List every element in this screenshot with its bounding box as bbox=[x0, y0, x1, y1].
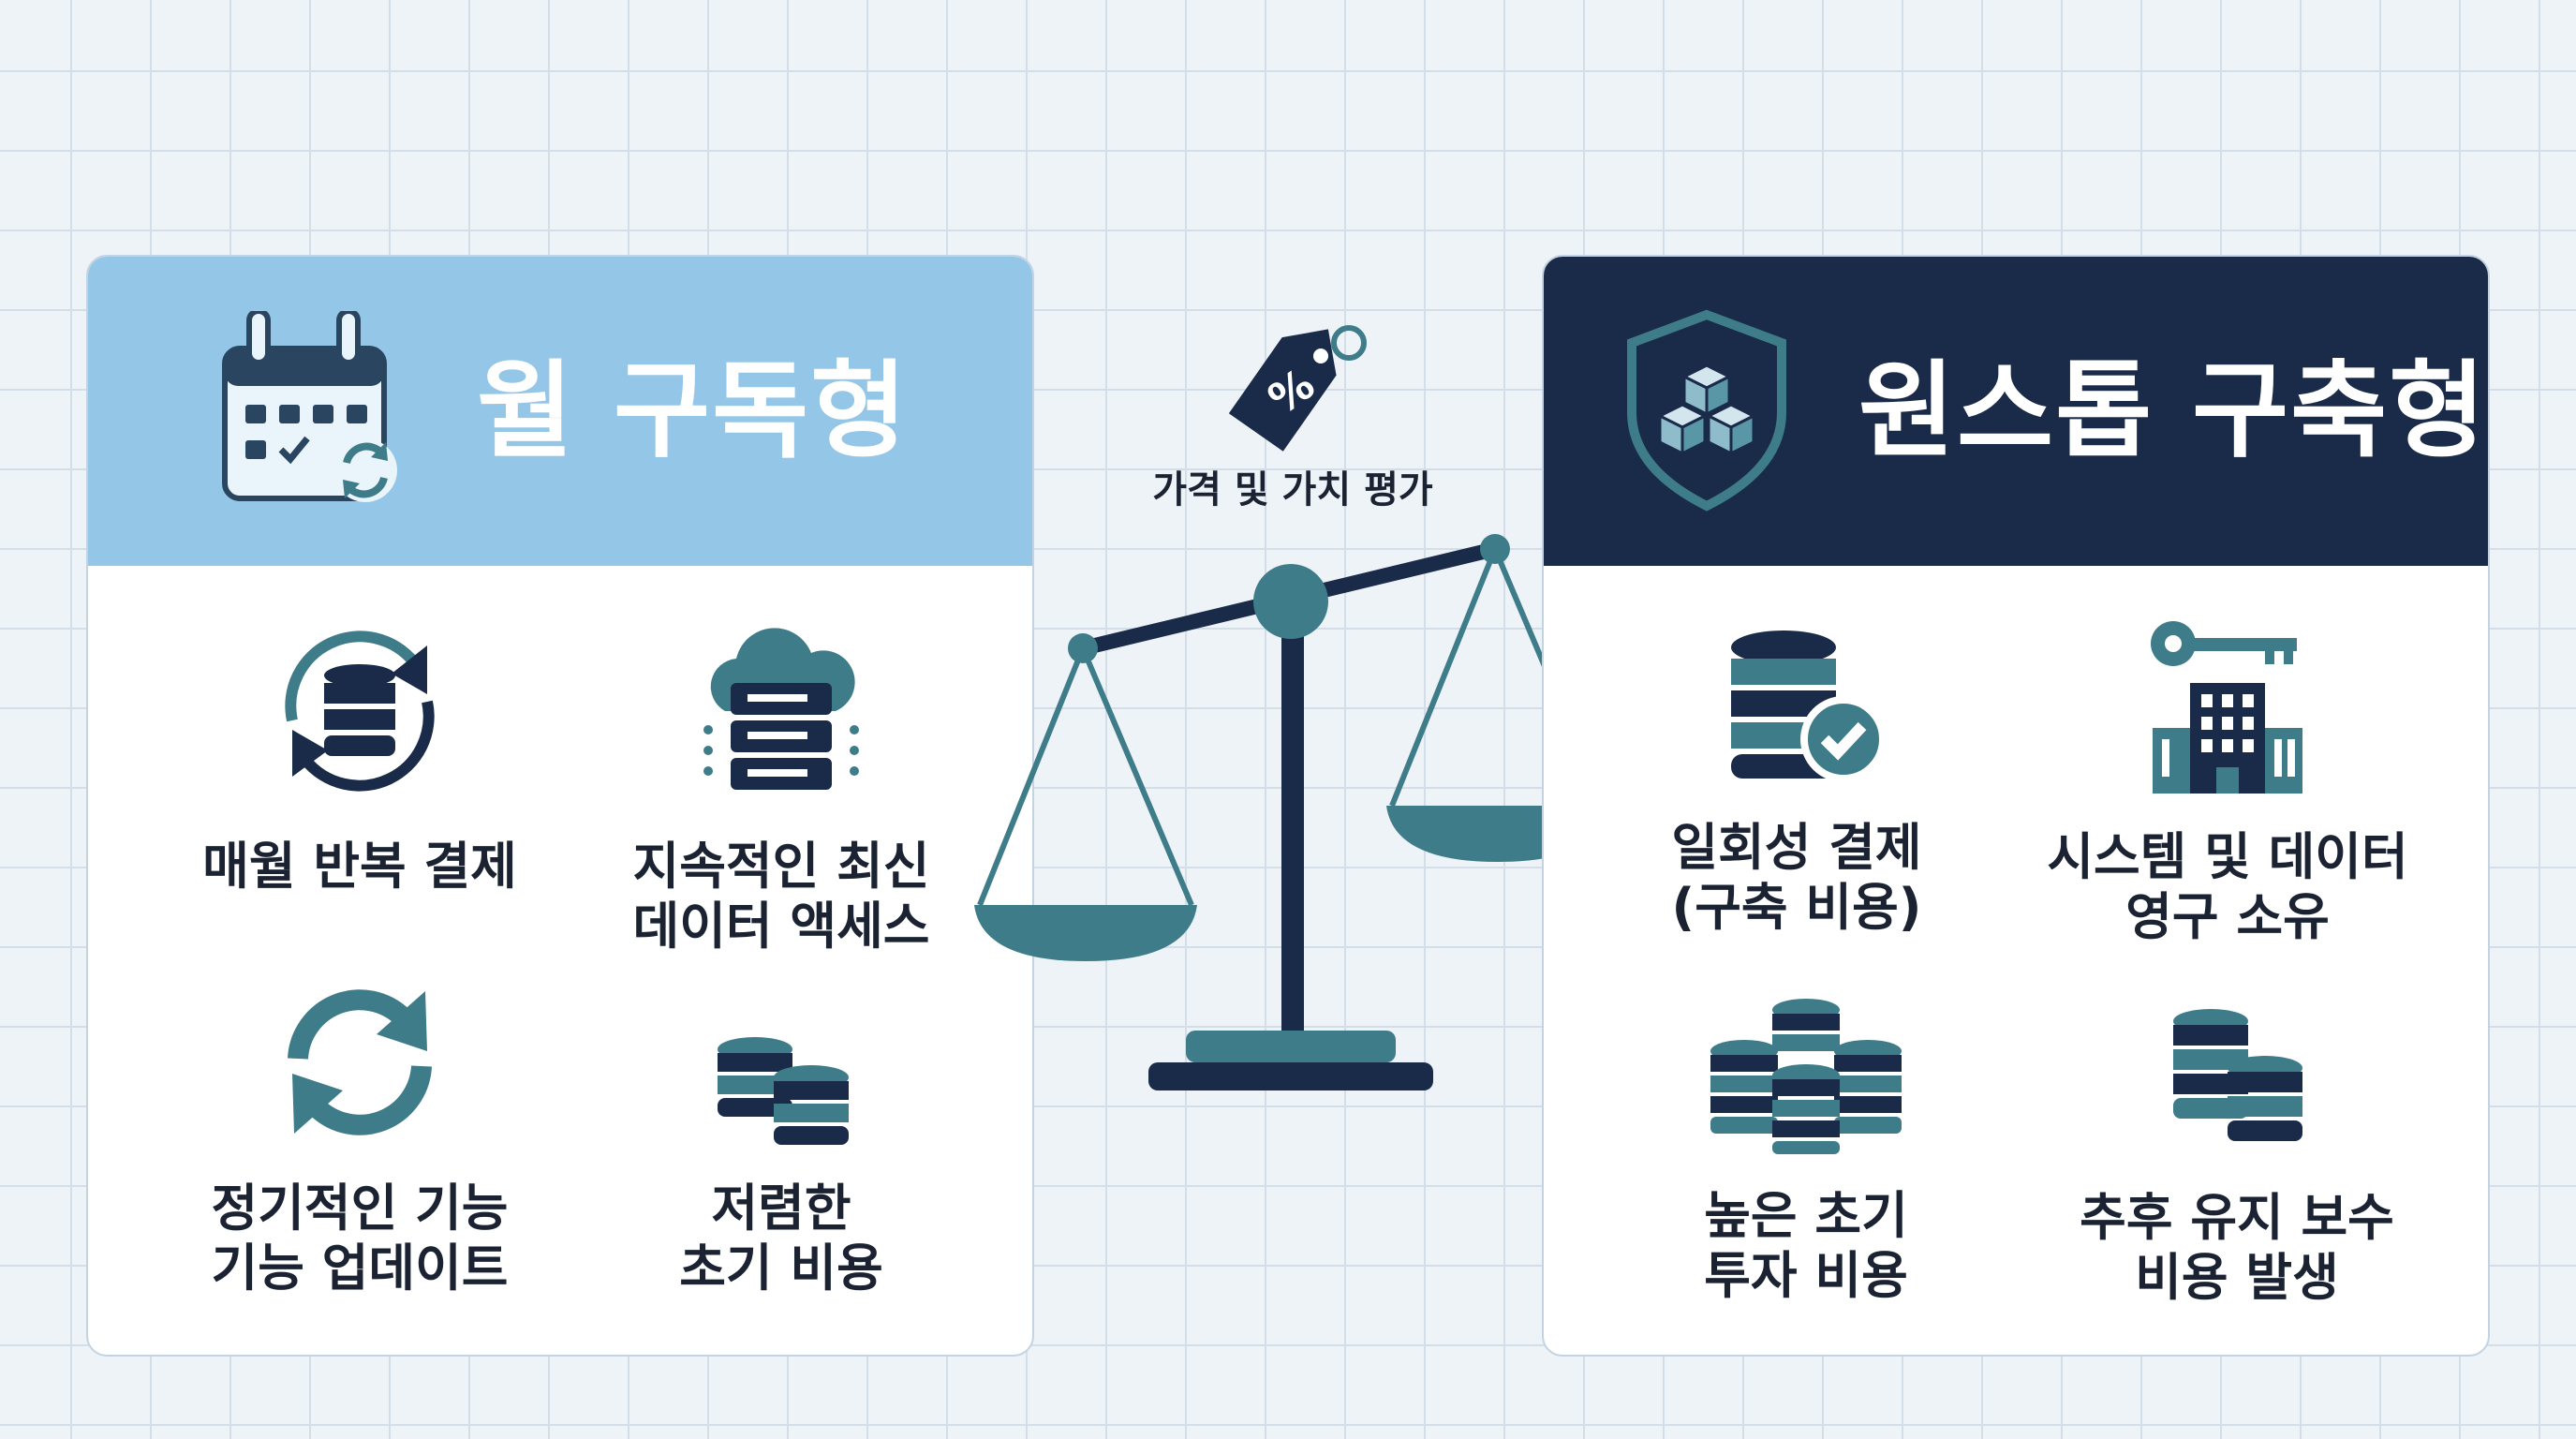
key-building-icon bbox=[2151, 621, 2302, 794]
feature-label: 높은 초기 투자 비용 bbox=[1704, 1186, 1908, 1305]
feature-recurring-payment: 매월 반복 결제 bbox=[154, 617, 566, 897]
database-check-icon bbox=[1731, 630, 1887, 782]
percent-tag-icon: % bbox=[1228, 325, 1367, 452]
calendar-sync-icon bbox=[222, 311, 397, 502]
onestop-title: 원스톱 구축형 bbox=[1858, 350, 2488, 472]
feature-regular-updates: 정기적인 기능 기능 업데이트 bbox=[154, 978, 566, 1298]
coins-icon bbox=[2173, 1009, 2302, 1141]
feature-label: 저렴한 초기 비용 bbox=[679, 1179, 883, 1298]
onestop-card: 원스톱 구축형 일회성 결제 (구축 비용) bbox=[1542, 255, 2490, 1357]
subscription-card: 월 구독형 매월 반복 결제 지속적인 최신 데이터 액세스 bbox=[86, 255, 1034, 1357]
feature-latest-data-access: 지속적인 최신 데이터 액세스 bbox=[575, 617, 987, 957]
feature-one-time-payment: 일회성 결제 (구축 비용) bbox=[1591, 627, 2003, 938]
feature-label: 매월 반복 결제 bbox=[202, 837, 517, 896]
price-value-label: 가격 및 가치 평가 bbox=[1152, 468, 1433, 512]
balance-scale-icon bbox=[974, 534, 1609, 1090]
cloud-server-icon bbox=[703, 628, 859, 790]
subscription-title: 월 구독형 bbox=[477, 350, 910, 472]
feature-low-initial-cost: 저렴한 초기 비용 bbox=[575, 1034, 987, 1298]
database-cycle-icon bbox=[285, 630, 435, 792]
onestop-card-header: 원스톱 구축형 bbox=[1544, 257, 2488, 566]
feature-maintenance-cost: 추후 유지 보수 비용 발생 bbox=[2031, 1006, 2443, 1308]
refresh-icon bbox=[288, 989, 432, 1135]
coins-icon bbox=[718, 1037, 849, 1145]
feature-label: 시스템 및 데이터 영구 소유 bbox=[2047, 827, 2408, 946]
coin-stacks-icon bbox=[1710, 999, 1902, 1154]
feature-permanent-ownership: 시스템 및 데이터 영구 소유 bbox=[2021, 617, 2434, 947]
feature-label: 정기적인 기능 기능 업데이트 bbox=[211, 1179, 509, 1298]
feature-label: 일회성 결제 (구축 비용) bbox=[1671, 818, 1922, 937]
shield-cubes-icon bbox=[1627, 309, 1786, 512]
feature-high-initial-investment: 높은 초기 투자 비용 bbox=[1600, 995, 2012, 1306]
subscription-card-header: 월 구독형 bbox=[88, 257, 1032, 566]
feature-label: 추후 유지 보수 비용 발생 bbox=[2080, 1188, 2394, 1307]
feature-label: 지속적인 최신 데이터 액세스 bbox=[632, 837, 930, 956]
